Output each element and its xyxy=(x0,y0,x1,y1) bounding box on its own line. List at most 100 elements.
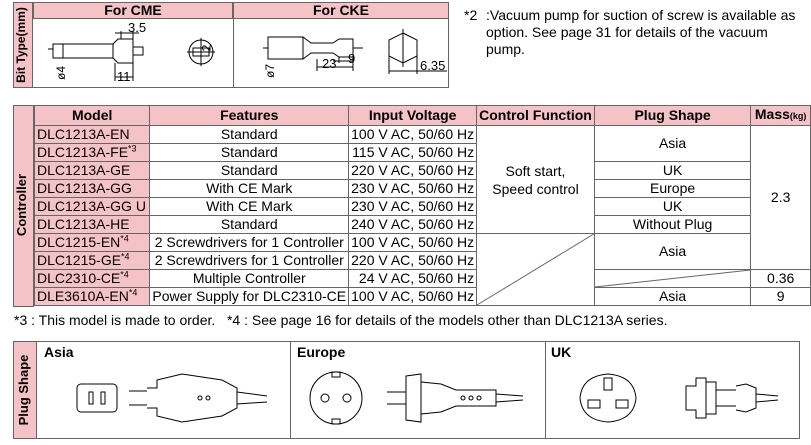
table-row: DLE3610A-EN*4 Power Supply for DLC2310-C… xyxy=(33,287,811,306)
control-line-1: Soft start, xyxy=(505,162,566,179)
plug-divider-2 xyxy=(545,341,546,439)
cell-control-empty xyxy=(476,233,595,306)
cke-header: For CKE xyxy=(233,2,449,19)
cell-features: 2 Screwdrivers for 1 Controller xyxy=(149,251,350,270)
table-row: DLC1213A-GG U With CE Mark 230 V AC, 50/… xyxy=(33,197,811,216)
cell-features: 2 Screwdrivers for 1 Controller xyxy=(149,233,350,252)
diagonal-line xyxy=(477,234,594,305)
asia-plug-icon xyxy=(76,373,268,423)
cell-model: DLC1213A-FE*3 xyxy=(33,143,151,162)
table-row: DLC1215-GE*4 2 Screwdrivers for 1 Contro… xyxy=(33,251,811,270)
header-mass-unit: (kg) xyxy=(789,111,807,121)
plug-asia-title: Asia xyxy=(44,344,74,360)
note-2-text: :Vacuum pump for suction of screw is ava… xyxy=(486,7,796,57)
note-2: *2 :Vacuum pump for suction of screw is … xyxy=(464,7,804,58)
cell-voltage: 100 V AC, 50/60 Hz xyxy=(348,287,478,306)
cell-features: Power Supply for DLC2310-CE xyxy=(149,287,350,306)
cell-features: Multiple Controller xyxy=(149,269,350,288)
cell-features: Standard xyxy=(149,215,350,234)
cell-features: Standard xyxy=(149,125,350,144)
cell-voltage: 100 V AC, 50/60 Hz xyxy=(348,125,478,144)
cell-voltage: 24 V AC, 50/60 Hz xyxy=(348,269,478,288)
cell-voltage: 100 V AC, 50/60 Hz xyxy=(348,233,478,252)
cell-mass-1: 2.3 xyxy=(750,125,811,270)
cme-bit-drawing xyxy=(48,31,215,81)
header-mass: Mass(kg) xyxy=(750,105,811,126)
cell-plug-uk-2: UK xyxy=(593,197,752,216)
table-row: DLC1213A-EN Standard 100 V AC, 50/60 Hz … xyxy=(33,125,811,270)
table-row: DLC1213A-GG With CE Mark 230 V AC, 50/60… xyxy=(33,179,811,198)
cell-model: DLC1213A-GE xyxy=(33,161,151,180)
header-plug: Plug Shape xyxy=(593,105,752,126)
diagonal-line xyxy=(595,270,750,287)
cell-control-function: Soft start, Speed control xyxy=(476,125,595,234)
cme-dim-3: ø4 xyxy=(54,65,69,81)
cell-features: With CE Mark xyxy=(149,179,350,198)
cell-plug-europe: Europe xyxy=(593,179,752,198)
table-header-row: Model Features Input Voltage Control Fun… xyxy=(33,105,811,126)
controller-table: Model Features Input Voltage Control Fun… xyxy=(33,105,811,306)
cme-dim-1: 3.5 xyxy=(128,20,147,35)
cell-voltage: 220 V AC, 50/60 Hz xyxy=(348,251,478,270)
plug-europe-title: Europe xyxy=(297,344,346,360)
cell-voltage: 240 V AC, 50/60 Hz xyxy=(348,215,478,234)
table-row: DLC1213A-HE Standard 240 V AC, 50/60 Hz … xyxy=(33,215,811,234)
header-features: Features xyxy=(149,105,350,126)
cell-model: DLC1213A-GG xyxy=(33,179,151,198)
table-row: DLC1215-EN*4 2 Screwdrivers for 1 Contro… xyxy=(33,233,811,306)
cke-dim-4: 6.35 xyxy=(420,58,446,73)
cme-dim-2: 2 xyxy=(199,44,214,52)
europe-plug-icon xyxy=(309,371,524,425)
plug-uk-title: UK xyxy=(551,344,572,360)
plug-divider-1 xyxy=(290,341,291,439)
cell-voltage: 230 V AC, 50/60 Hz xyxy=(348,179,478,198)
cell-plug-uk-1: UK xyxy=(593,161,752,180)
cme-header: For CME xyxy=(33,2,233,19)
footnote: *3 : This model is made to order. *4 : S… xyxy=(14,312,668,328)
cell-voltage: 230 V AC, 50/60 Hz xyxy=(348,197,478,216)
cke-dim-3: ø7 xyxy=(263,63,278,79)
header-mass-label: Mass xyxy=(754,106,790,122)
cell-model: DLC1213A-EN xyxy=(33,125,151,144)
cme-title: For CME xyxy=(104,2,162,18)
bit-type-side xyxy=(13,2,33,88)
cell-features: Standard xyxy=(149,161,350,180)
cell-mass-3: 9 xyxy=(750,287,811,306)
cell-features: Standard xyxy=(149,143,350,162)
cell-plug-without: Without Plug xyxy=(593,215,752,234)
bit-divider xyxy=(233,2,234,88)
cke-title: For CKE xyxy=(313,2,369,18)
cell-model: DLC1213A-GG U xyxy=(33,197,151,216)
cell-plug-asia-2: Asia xyxy=(593,233,752,270)
cell-model: DLC2310-CE*4 xyxy=(33,269,151,288)
control-line-2: Speed control xyxy=(492,180,579,197)
header-voltage: Input Voltage xyxy=(348,105,478,126)
controller-label: Controller xyxy=(14,173,29,237)
cell-mass-2: 0.36 xyxy=(750,269,811,288)
cell-model: DLE3610A-EN*4 xyxy=(33,287,151,306)
plug-shape-side xyxy=(13,341,37,439)
uk-plug-icon xyxy=(579,373,779,423)
note-2-marker: *2 xyxy=(464,7,478,23)
cme-dim-4: 11 xyxy=(117,69,131,84)
cke-dim-1: 23 xyxy=(322,56,337,71)
header-control: Control Function xyxy=(476,105,595,126)
bit-type-label: Bit Type(mm) xyxy=(14,7,28,83)
cell-model: DLC1213A-HE xyxy=(33,215,151,234)
table-row: DLC1213A-GE Standard 220 V AC, 50/60 Hz … xyxy=(33,161,811,180)
cell-features: With CE Mark xyxy=(149,197,350,216)
cell-model: DLC1215-GE*4 xyxy=(33,251,151,270)
cell-voltage: 220 V AC, 50/60 Hz xyxy=(348,161,478,180)
cell-plug-empty xyxy=(593,269,752,288)
cell-model: DLC1215-EN*4 xyxy=(33,233,151,252)
table-row: DLC1213A-FE*3 Standard 115 V AC, 50/60 H… xyxy=(33,143,811,162)
cell-voltage: 115 V AC, 50/60 Hz xyxy=(348,143,478,162)
header-model: Model xyxy=(33,105,151,126)
cell-plug-asia-1: Asia xyxy=(593,125,752,162)
cke-bit-drawing xyxy=(263,29,447,74)
controller-side xyxy=(13,105,34,307)
cell-plug-asia-3: Asia xyxy=(593,287,752,306)
cke-dim-2: 9 xyxy=(348,51,356,66)
table-row: DLC2310-CE*4 Multiple Controller 24 V AC… xyxy=(33,269,811,288)
plug-shape-label: Plug Shape xyxy=(16,354,31,426)
